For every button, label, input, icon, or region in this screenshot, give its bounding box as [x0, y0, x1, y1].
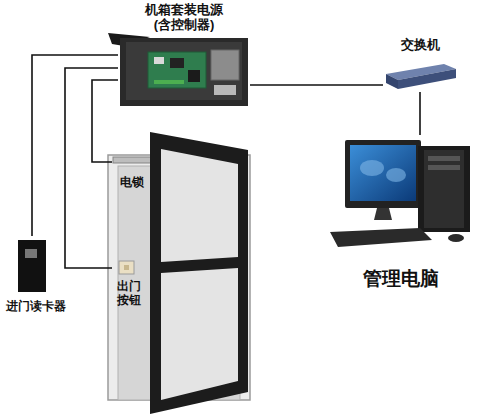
lock-bar	[113, 157, 151, 163]
board-chip	[188, 70, 200, 82]
pc-tower	[418, 146, 470, 232]
management-computer: 管理电脑	[330, 135, 472, 290]
drive-bay	[428, 165, 460, 170]
network-switch: 交换机	[383, 38, 457, 92]
power-supply	[211, 50, 239, 80]
wire	[32, 55, 118, 236]
node-label: 管理电脑	[330, 268, 472, 290]
node-label: 电锁	[112, 176, 152, 190]
wire	[419, 92, 421, 135]
switch-front	[398, 69, 456, 89]
reader-body	[18, 240, 46, 292]
mouse	[448, 234, 464, 242]
monitor	[345, 140, 421, 208]
button-plate	[119, 261, 134, 274]
exit-button: 出门 按钮	[112, 258, 146, 308]
cabinet-body	[120, 38, 248, 106]
board-terminal	[154, 80, 184, 84]
drive-bay	[428, 156, 460, 161]
reader-window	[25, 249, 37, 258]
wire	[250, 84, 383, 86]
door-glass	[161, 268, 238, 400]
node-label: 出门 按钮	[114, 280, 144, 308]
battery	[214, 85, 236, 95]
wire	[92, 80, 118, 162]
switch-side	[386, 74, 398, 89]
monitor-stand	[374, 208, 392, 220]
electric-lock: 电锁	[112, 156, 152, 190]
monitor-screen	[350, 145, 416, 201]
board-chip	[154, 57, 164, 64]
control-board	[148, 52, 206, 88]
node-label: 进门读卡器	[0, 300, 72, 314]
keyboard	[330, 228, 432, 247]
cabinet-inside	[126, 42, 242, 100]
door-leaf	[150, 132, 248, 414]
node-label: 机箱套装电源 (含控制器)	[143, 3, 225, 33]
wire	[65, 68, 118, 268]
card-reader: 进门读卡器	[0, 236, 72, 314]
control-cabinet: 机箱套装电源 (含控制器)	[118, 3, 250, 107]
node-label: 交换机	[383, 38, 457, 53]
screen-map	[360, 160, 384, 176]
board-chip	[170, 58, 184, 68]
button-key	[124, 265, 129, 270]
screen-map	[386, 168, 406, 182]
door-glass	[161, 149, 238, 262]
pc-front	[424, 150, 464, 228]
